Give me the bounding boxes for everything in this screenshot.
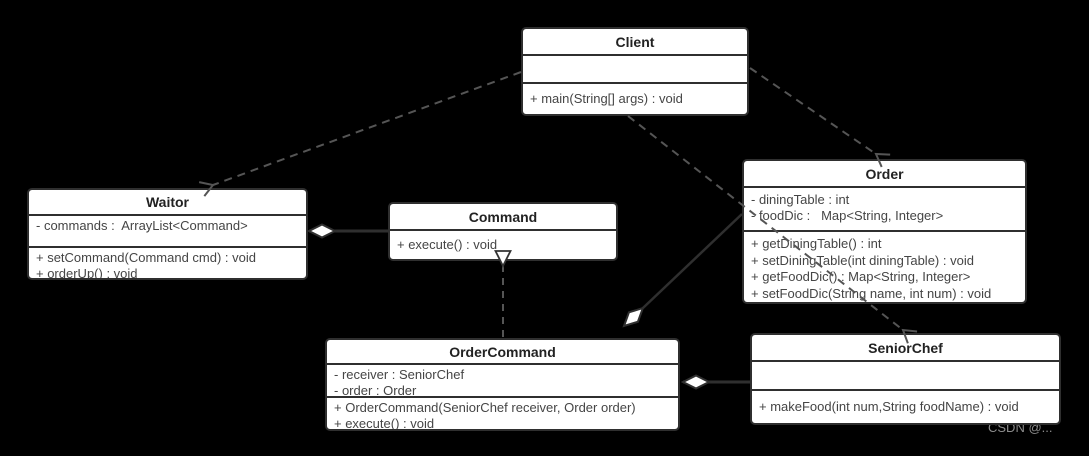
uml-attribute: - order : Order — [334, 382, 417, 397]
class-waitor: Waitor - commands : ArrayList<Command> +… — [27, 188, 308, 280]
class-client-methods: + main(String[] args) : void — [523, 82, 747, 114]
class-ordercommand: OrderCommand - receiver : SeniorChef - o… — [325, 338, 680, 431]
uml-method: + main(String[] args) : void — [530, 91, 683, 107]
class-command: Command + execute() : void — [388, 202, 618, 261]
aggregation-link-ordercommand-order — [624, 213, 743, 326]
class-command-title: Command — [468, 208, 538, 225]
class-client-title: Client — [615, 33, 655, 50]
uml-attribute: - foodDic : Map<String, Integer> — [751, 207, 944, 223]
class-client: Client + main(String[] args) : void — [521, 27, 749, 116]
class-seniorchef: SeniorChef + makeFood(int num,String foo… — [750, 333, 1061, 425]
class-waitor-attributes: - commands : ArrayList<Command> — [29, 214, 306, 246]
dependency-arrow-client-to-order — [749, 67, 891, 168]
uml-attribute: - diningTable : int — [751, 192, 850, 207]
class-seniorchef-methods: + makeFood(int num,String foodName) : vo… — [752, 389, 1059, 423]
uml-method: + execute() : void — [397, 237, 498, 253]
class-waitor-title: Waitor — [145, 194, 190, 210]
class-ordercommand-attributes: - receiver : SeniorChef - order : Order — [327, 363, 678, 396]
uml-method: + OrderCommand(SeniorChef receiver, Orde… — [334, 400, 636, 415]
class-waitor-methods: + setCommand(Command cmd) : void + order… — [29, 246, 306, 278]
class-seniorchef-title: SeniorChef — [868, 339, 943, 356]
class-ordercommand-title: OrderCommand — [449, 343, 556, 360]
uml-method: + setDiningTable(int diningTable) : void — [751, 252, 974, 268]
uml-method: + getDiningTable() : int — [751, 236, 882, 251]
class-ordercommand-methods: + OrderCommand(SeniorChef receiver, Orde… — [327, 396, 678, 429]
uml-method: + makeFood(int num,String foodName) : vo… — [759, 399, 1019, 415]
uml-method: + orderUp() : void — [36, 265, 138, 279]
class-client-attributes — [523, 54, 747, 82]
dependency-arrow-client-to-waitor — [198, 71, 522, 197]
uml-method: + getFoodDic() : Map<String, Integer> — [751, 269, 971, 284]
uml-attribute: - commands : ArrayList<Command> — [36, 218, 248, 233]
class-seniorchef-attributes — [752, 360, 1059, 389]
class-order-methods: + getDiningTable() : int + setDiningTabl… — [744, 230, 1025, 302]
class-order-attributes: - diningTable : int - foodDic : Map<Stri… — [744, 186, 1025, 230]
uml-method: + execute() : void — [334, 415, 435, 430]
class-order-title: Order — [865, 165, 904, 182]
class-command-methods: + execute() : void — [390, 229, 616, 259]
uml-attribute: - receiver : SeniorChef — [334, 367, 465, 382]
uml-method: + setCommand(Command cmd) : void — [36, 250, 256, 265]
class-order: Order - diningTable : int - foodDic : Ma… — [742, 159, 1027, 304]
uml-method: + setFoodDic(String name, int num) : voi… — [751, 285, 992, 301]
